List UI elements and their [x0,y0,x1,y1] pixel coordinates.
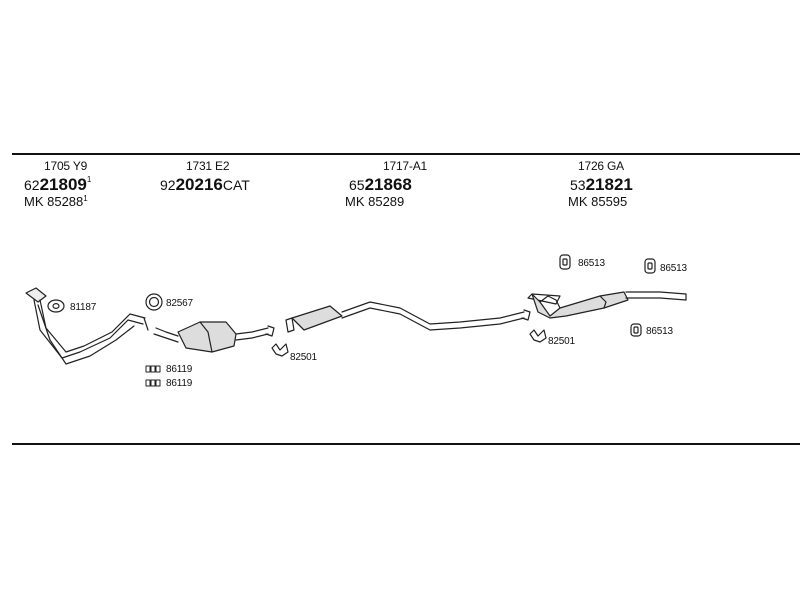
part-ref: 1705 Y9 [44,159,88,173]
part-group-front-pipe: 1705 Y9 62218091 MK 852881 [24,160,91,208]
bracket-icon [271,329,547,357]
part-label-rubber-hanger: 86513 [646,326,673,337]
part-label-ring: 82567 [166,298,193,309]
part-label-clamp: 86119 [166,378,193,389]
rear-silencer [527,291,687,319]
part-label-rubber-hanger: 86513 [660,263,687,274]
part-label-bracket: 82501 [548,336,575,347]
front-downpipe [25,287,149,365]
part-group-rear-silencer: 1726 GA 5321821 MK 85595 [538,160,633,208]
part-mk: MK 85289 [345,194,405,209]
part-mk: MK 85595 [568,194,628,209]
ring-icon [145,293,163,311]
middle-silencer [285,301,531,333]
part-code: 62218091 [24,175,92,194]
part-code: 9220216CAT [160,175,250,194]
part-ref: 1717-A1 [383,159,427,173]
part-group-catalyst: 1731 E2 9220216CAT [160,160,250,193]
catalytic-converter [153,321,275,353]
part-code: 6521868 [349,175,412,194]
part-label-rubber-hanger: 86513 [578,258,605,269]
part-mk: MK 852881 [24,194,88,209]
part-label-clamp: 86119 [166,364,193,375]
part-code: 5321821 [570,175,633,194]
part-label-gasket: 81187 [70,302,97,313]
rubber-hanger-icon [559,254,656,337]
part-label-bracket: 82501 [290,352,317,363]
part-ref: 1726 GA [578,159,624,173]
bottom-divider-line [12,443,800,445]
clamp-icon [145,365,161,387]
part-ref: 1731 E2 [186,159,230,173]
top-divider-line [12,153,800,155]
part-group-middle-silencer: 1717-A1 6521868 MK 85289 [345,160,427,208]
gasket-icon [47,299,65,313]
